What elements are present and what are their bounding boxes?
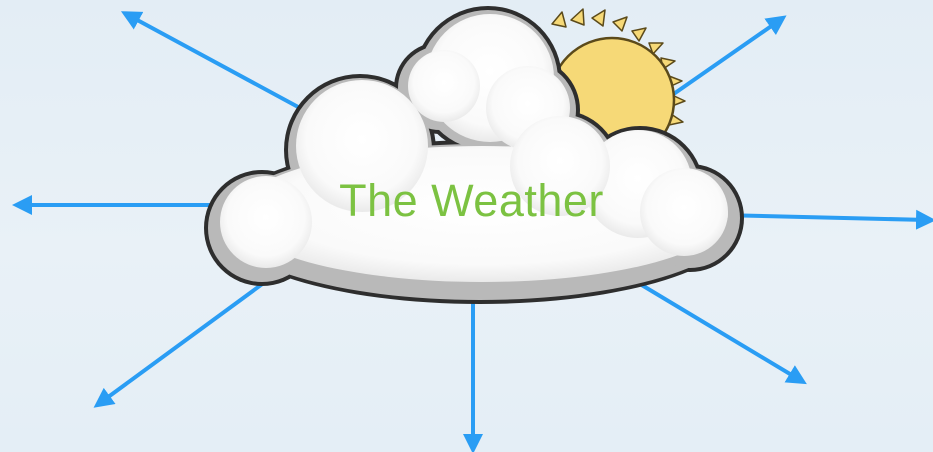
branch-arrows xyxy=(12,11,933,452)
arrow-bottom-right xyxy=(623,273,807,385)
arrow-top-left xyxy=(120,11,302,110)
cloud-icon xyxy=(204,6,744,304)
arrow-right xyxy=(718,209,933,230)
arrow-top-right xyxy=(663,15,787,102)
arrow-bottom-left xyxy=(93,280,267,408)
